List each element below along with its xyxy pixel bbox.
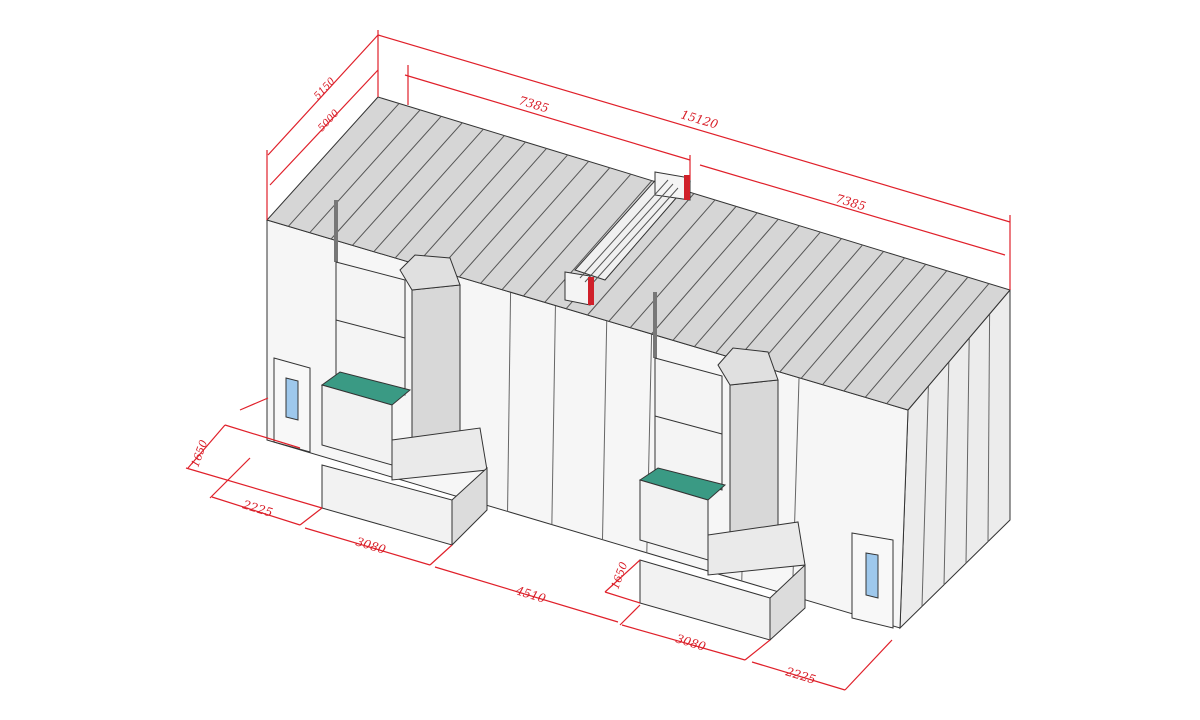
dim-unit-spacing: 4510 bbox=[513, 583, 548, 606]
roof-panel-line bbox=[672, 218, 779, 341]
roof-panel-line bbox=[864, 276, 969, 398]
front-panel-seam bbox=[601, 320, 608, 540]
roof-panel-line bbox=[501, 167, 611, 290]
dim-right-door-offset: 2225 bbox=[783, 664, 817, 687]
roof-panel-line bbox=[309, 109, 421, 234]
roof-panel-line bbox=[544, 180, 653, 303]
dim-overall-length: 15120 bbox=[679, 107, 720, 131]
dim-left-door-offset: 2225 bbox=[240, 497, 274, 520]
front-panel-seam bbox=[551, 305, 556, 525]
dimension-lines bbox=[185, 30, 1011, 691]
roof-panel-line bbox=[523, 173, 632, 297]
left-air-handling-unit bbox=[320, 200, 488, 547]
roof-panel-line bbox=[629, 206, 737, 328]
roof-panel-line bbox=[779, 251, 884, 373]
dim-right-unit-length: 3080 bbox=[674, 631, 708, 653]
side-wall-panels bbox=[921, 313, 991, 607]
dim-right-unit-depth: 1650 bbox=[609, 560, 631, 591]
roof-panel-line bbox=[287, 103, 400, 227]
roof-panel-line bbox=[480, 161, 590, 284]
roof-panel-line bbox=[886, 283, 990, 404]
side-panel-seam bbox=[943, 361, 950, 585]
roof-panel-line bbox=[608, 199, 716, 322]
roof-panel-line bbox=[458, 154, 568, 278]
dim-half-length-left: 7385 bbox=[517, 93, 550, 115]
right-personnel-door bbox=[851, 532, 894, 629]
roof-panel-lines bbox=[287, 103, 990, 404]
roof-panel-line bbox=[352, 122, 463, 246]
roof-panel-line bbox=[330, 115, 442, 240]
dim-left-unit-depth: 1650 bbox=[189, 438, 211, 469]
dim-left-unit-length: 3080 bbox=[354, 534, 388, 556]
roof-panel-line bbox=[394, 135, 505, 259]
roof-panel-line bbox=[416, 141, 526, 265]
roof-panel-line bbox=[693, 225, 800, 347]
roof-panel-line bbox=[800, 257, 906, 379]
roof-panel-line bbox=[758, 244, 863, 366]
roof-panel-line bbox=[373, 128, 484, 252]
roof-panel-line bbox=[822, 263, 927, 385]
side-panel-seam bbox=[987, 313, 991, 542]
side-panel-seam bbox=[921, 385, 929, 607]
roof-heater-unit bbox=[564, 171, 691, 306]
roof-panel-line bbox=[736, 238, 842, 360]
right-air-handling-unit bbox=[638, 292, 806, 642]
front-panel-seam bbox=[507, 292, 512, 512]
roof-panel-line bbox=[843, 270, 948, 392]
roof-panel-line bbox=[587, 193, 695, 316]
dim-inner-width: 5000 bbox=[316, 107, 342, 134]
roof-panel-line bbox=[437, 148, 547, 271]
roof-panel-line bbox=[715, 231, 821, 354]
dim-overall-width: 5150 bbox=[312, 75, 338, 102]
roof-panel-line bbox=[651, 212, 758, 335]
left-personnel-door bbox=[273, 357, 311, 453]
side-panel-seam bbox=[965, 337, 970, 564]
dim-half-length-right: 7385 bbox=[834, 191, 867, 213]
